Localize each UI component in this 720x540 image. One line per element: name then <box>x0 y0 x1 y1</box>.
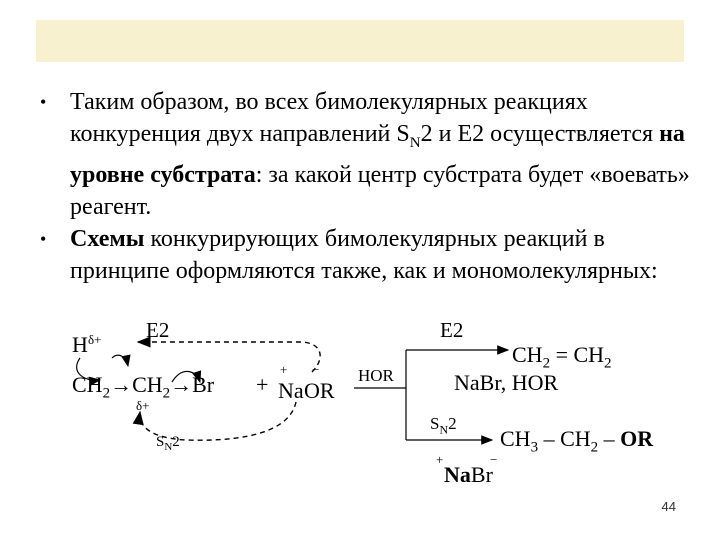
e2-byproducts: NaBr, HOR <box>454 370 558 396</box>
br-leaving-arrow <box>171 370 202 384</box>
subscript: 2 <box>604 355 612 372</box>
sodium: Na <box>278 378 304 403</box>
or-charge: − <box>312 362 320 377</box>
subscript: 2 <box>162 385 171 402</box>
sn2-dashed-arrow <box>132 401 297 441</box>
ch3: CH <box>500 426 531 451</box>
ch2: – CH <box>538 426 591 451</box>
h-shift-arrow-2 <box>111 354 131 368</box>
bold-text: Схемы <box>70 225 145 252</box>
ch2: CH <box>573 342 605 367</box>
bold-text: на уровне субстрата <box>70 121 685 188</box>
subscript: 3 <box>530 439 539 456</box>
delta-plus-c: δ+ <box>136 398 150 413</box>
alkoxide: OR <box>304 378 335 403</box>
arrow-a: → <box>110 372 133 397</box>
text: конкурирующих бимолекулярных реакций в п… <box>70 225 658 284</box>
sn2-2: 2 <box>448 414 457 433</box>
title-bar <box>36 20 684 62</box>
alkene-product: CH2 = CH2 <box>512 342 612 372</box>
e2-label-left: E2 <box>146 318 170 342</box>
double-bond: = <box>550 342 574 367</box>
bromine: Br <box>470 462 493 487</box>
ch2-b: CH <box>132 372 163 397</box>
sn2-2: 2 <box>172 434 180 450</box>
bullet-dot: • <box>40 92 47 112</box>
sodium: Na <box>454 370 480 395</box>
byproduct-text: Br, HOR <box>479 370 559 395</box>
plus-sign: + <box>256 372 269 397</box>
e2-dashed-arrow <box>136 336 321 373</box>
bullet-dot: • <box>40 228 47 249</box>
delta-plus-h: δ+ <box>88 332 102 347</box>
sodium: Na <box>444 462 471 487</box>
subscript: N <box>164 441 173 453</box>
nabr-plus: + <box>436 452 444 467</box>
hydrogen: H <box>72 332 88 357</box>
subscript: 2 <box>542 355 551 372</box>
arrow-b: → <box>170 372 193 397</box>
subscript: N <box>439 422 449 437</box>
nabr-product: NaBr <box>444 462 493 488</box>
ether-product: CH3 – CH2 – OR <box>500 426 653 456</box>
substrate: CH2→CH2→Br <box>72 372 214 402</box>
text: 2 и E2 осуществляется <box>420 121 660 147</box>
subscript: 2 <box>590 439 599 456</box>
e2-label-right: E2 <box>440 318 464 342</box>
ch2-a: CH <box>72 372 103 397</box>
or-group: OR <box>620 426 654 451</box>
sn2-s: S <box>156 434 165 450</box>
text: Таким образом, во всех бимолекулярных ре… <box>70 89 588 147</box>
h-shift-arrow <box>76 357 102 387</box>
bullet-list: • Таким образом, во всех бимолекулярных … <box>36 86 696 287</box>
bullet-item-1: • Таким образом, во всех бимолекулярных … <box>36 86 696 223</box>
text: : за какой центр субстрата будет «воеват… <box>70 161 690 220</box>
sn2-label-left: SN2 <box>156 434 180 453</box>
ch2: CH <box>512 342 543 367</box>
bullet-item-2: • Схемы конкурирующих бимолекулярных реа… <box>36 223 696 287</box>
bromine: Br <box>192 372 215 397</box>
sn2-label-right: SN2 <box>430 414 457 437</box>
page-number: 44 <box>661 499 676 514</box>
subscript: N <box>409 134 421 151</box>
hor-label: HOR <box>358 366 394 385</box>
na-charge: + <box>280 362 288 377</box>
sn2-s: S <box>430 414 440 433</box>
subscript: 2 <box>102 385 111 402</box>
bond: – <box>598 426 621 451</box>
nabr-minus: − <box>490 452 498 467</box>
